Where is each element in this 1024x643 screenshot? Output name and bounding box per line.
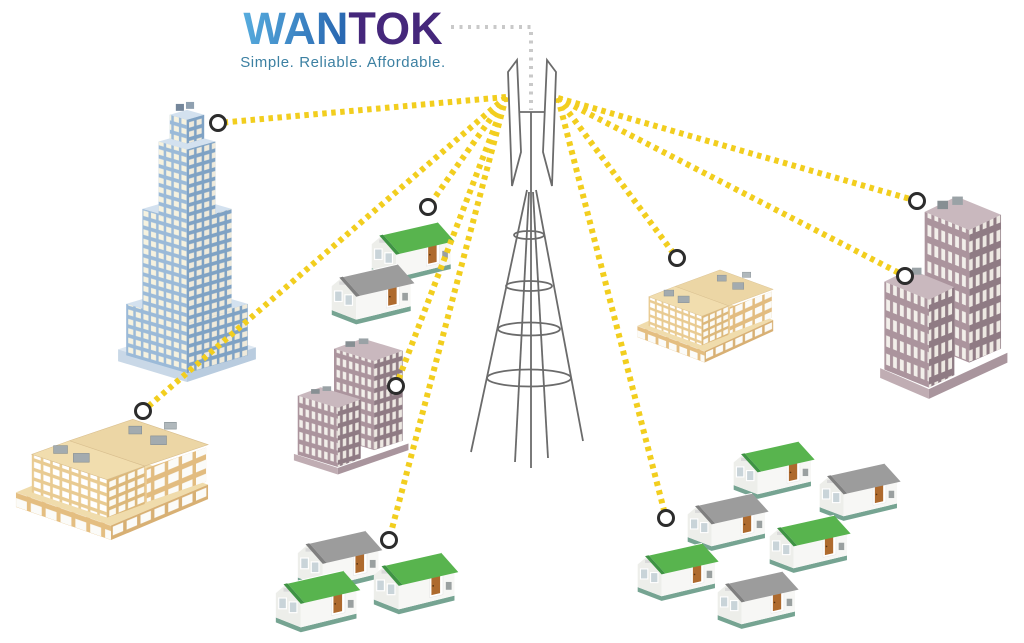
endpoint-marker-purple-tower-upper (908, 192, 926, 210)
house-br-green-top (733, 440, 816, 500)
brand-wan: WAN (243, 3, 349, 54)
wireless-link-houses-bottom-right (555, 97, 669, 519)
house-bc-green-left (275, 570, 361, 633)
wireless-link-purple-tower-upper (557, 95, 918, 204)
wireless-link-office-left (141, 94, 508, 414)
house-mid-left-gray (331, 263, 416, 326)
wireless-link-office-right (555, 96, 680, 260)
brand-tagline: Simple. Reliable. Affordable. (240, 54, 446, 71)
house-br-gray-mid (687, 492, 770, 552)
house-br-gray-right (819, 462, 902, 522)
wantok-logo: WANTOK Simple. Reliable. Affordable. (224, 6, 462, 71)
brand-tok: TOK (348, 3, 443, 54)
antenna-panel-left (507, 57, 522, 187)
tower-leg-inner-left (514, 191, 530, 463)
building-office-right (637, 269, 774, 363)
backhaul-dotted-line (451, 25, 533, 110)
wireless-link-mauve-midrise (393, 95, 509, 388)
endpoint-marker-blue-skyscraper (209, 114, 227, 132)
endpoint-markers (134, 114, 926, 549)
house-br-green-mid (769, 514, 852, 574)
brand-wordmark: WANTOK (224, 6, 462, 51)
house-br-gray-bottom (717, 570, 800, 630)
tower-leg-inner-right (532, 191, 549, 459)
wireless-link-houses-bottom-center (386, 96, 509, 541)
tower-leg-left (470, 189, 528, 453)
wireless-link-blue-skyscraper (217, 94, 507, 126)
endpoint-marker-office-right (668, 249, 686, 267)
endpoint-marker-purple-tower-lower (896, 267, 914, 285)
house-br-green-bl (637, 542, 720, 602)
endpoint-marker-houses-bottom-center (380, 531, 398, 549)
tower-ring-4 (486, 368, 572, 388)
house-bc-green-right (373, 552, 459, 615)
wireless-link-purple-tower-lower (556, 95, 907, 279)
wireless-links (141, 94, 918, 541)
tower-ring-2 (505, 280, 553, 292)
endpoint-marker-houses-mid-left (419, 198, 437, 216)
building-office-left (15, 418, 209, 541)
endpoint-marker-mauve-midrise (387, 377, 405, 395)
tower-ring-1 (513, 230, 545, 240)
building-blue-skyscraper (118, 101, 256, 383)
tower-leg-right (535, 189, 584, 442)
building-mauve-midrise (293, 338, 409, 475)
building-purple-tower (880, 196, 1008, 399)
radio-tower (470, 57, 584, 468)
antenna-panel-right (542, 57, 557, 187)
tower-ring-3 (497, 321, 561, 337)
endpoint-marker-office-left (134, 402, 152, 420)
endpoint-marker-houses-bottom-right (657, 509, 675, 527)
wireless-link-houses-mid-left (425, 95, 509, 209)
